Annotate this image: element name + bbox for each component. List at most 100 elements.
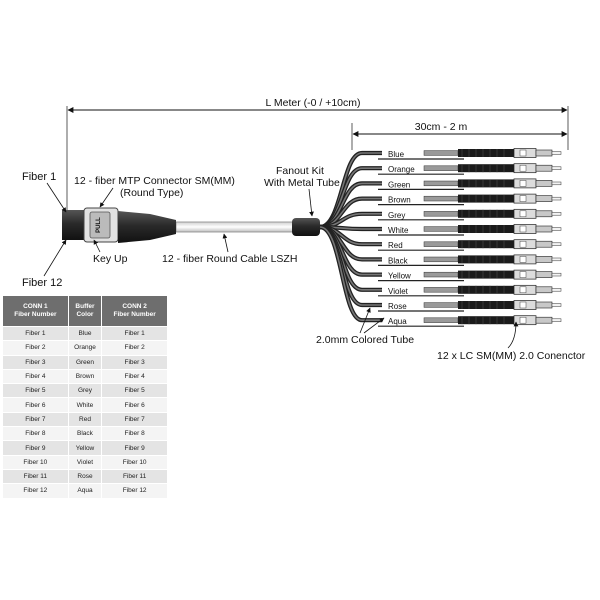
- mtp-label-line1: 12 - fiber MTP Connector SM(MM): [74, 175, 235, 187]
- tube-color-label: Orange: [388, 165, 415, 174]
- tube-segment: [423, 195, 459, 202]
- breakout-dimension: 30cm - 2 m: [351, 120, 568, 150]
- tube-label-bg: [382, 207, 462, 220]
- lc-ferrule: [551, 288, 562, 292]
- fiber12-label: Fiber 12: [22, 277, 62, 289]
- tube-color-label: Rose: [388, 302, 407, 311]
- key-up-label: Key Up: [93, 253, 128, 265]
- tube-color-label: Aqua: [388, 317, 407, 326]
- lc-latch: [519, 164, 527, 172]
- fanout-label-line1: Fanout Kit: [276, 165, 324, 177]
- lc-latch: [519, 225, 527, 233]
- lc-ferrule-housing: [535, 210, 553, 218]
- fiber1-leader: [46, 182, 67, 213]
- round-cable: [175, 221, 295, 233]
- lc-latch: [519, 180, 527, 187]
- tube-color-label: Violet: [388, 287, 409, 296]
- tube-label-bg: [382, 162, 462, 175]
- lc-boot: [458, 270, 514, 279]
- lc-ferrule: [551, 196, 562, 201]
- lc-ferrule-housing: [535, 149, 553, 157]
- lc-boot: [458, 179, 514, 188]
- tube-segment: [423, 241, 459, 247]
- lc-ferrule-housing: [535, 271, 553, 278]
- key-up-leader: [93, 239, 101, 253]
- lc-latch: [519, 195, 527, 202]
- tube-label-bg: [382, 314, 462, 327]
- lc-latch: [519, 240, 527, 248]
- lc-ferrule: [551, 242, 562, 246]
- tube-label-bg: [382, 147, 462, 159]
- lc-boot: [458, 225, 514, 233]
- tube-label-bg: [382, 177, 462, 190]
- tube-leader-2: [363, 317, 385, 334]
- lc-ferrule-housing: [535, 301, 553, 309]
- lc-boot: [458, 194, 514, 203]
- lc-latch: [519, 286, 527, 294]
- tube-color-label: Brown: [388, 196, 411, 205]
- tube-segment: [423, 287, 459, 293]
- length-dimension: L Meter (-0 / +10cm): [66, 96, 569, 215]
- lc-ferrule: [551, 181, 562, 186]
- tube-label-bg: [382, 299, 462, 311]
- tube-label-bg: [382, 268, 462, 281]
- fanout-kit: [292, 218, 320, 236]
- pull-label: PULL: [96, 217, 102, 233]
- tube-label-bg: [382, 283, 462, 296]
- tube-color-label: Black: [388, 256, 409, 265]
- tube-label-bg: [382, 238, 462, 251]
- lc-latch: [519, 316, 527, 324]
- tube-color-label: Red: [388, 241, 403, 250]
- fiber-breakouts: BlueOrangeGreenBrownGreyWhiteRedBlackYel…: [319, 147, 562, 327]
- lc-boot: [458, 240, 514, 249]
- tube-label-bg: [382, 253, 462, 266]
- lc-ferrule: [551, 212, 562, 216]
- lc-ferrule-housing: [535, 225, 553, 233]
- mtp-connector: PULL: [62, 207, 176, 243]
- lc-ferrule-housing: [535, 256, 553, 263]
- lc-ferrule: [551, 257, 562, 262]
- tube-label-bg: [382, 192, 462, 205]
- length-label: L Meter (-0 / +10cm): [265, 97, 360, 109]
- breakout-label: 30cm - 2 m: [415, 121, 468, 133]
- tube-segment: [423, 211, 459, 217]
- lc-connector-label: 12 x LC SM(MM) 2.0 Conenctor: [437, 350, 586, 362]
- lc-latch: [519, 149, 527, 157]
- tube-segment: [423, 165, 459, 171]
- tube-segment: [423, 226, 459, 232]
- cable-label: 12 - fiber Round Cable LSZH: [162, 253, 297, 265]
- mtp-leader: [99, 187, 114, 208]
- tube-color-label: White: [388, 226, 409, 235]
- cable-leader: [222, 233, 229, 253]
- lc-boot: [458, 255, 514, 264]
- tube-color-label: Green: [388, 180, 410, 189]
- lc-ferrule-housing: [535, 195, 553, 202]
- lc-boot: [458, 209, 514, 218]
- lc-ferrule-housing: [535, 316, 553, 324]
- tube-segment: [423, 317, 459, 323]
- lc-latch: [519, 256, 527, 263]
- tube-segment: [423, 256, 459, 263]
- tube-color-label: Grey: [388, 211, 405, 220]
- lc-ferrule-housing: [535, 240, 553, 248]
- lc-ferrule-housing: [535, 164, 553, 172]
- fanout-label-line2: With Metal Tube: [264, 177, 340, 189]
- lc-boot: [458, 316, 514, 325]
- tube-color-label: Blue: [388, 150, 405, 159]
- lc-boot: [458, 285, 514, 294]
- tube-leader-1: [359, 307, 371, 334]
- fiber1-label: Fiber 1: [22, 171, 56, 183]
- tube-label: 2.0mm Colored Tube: [316, 334, 414, 346]
- lc-leader: [507, 321, 519, 349]
